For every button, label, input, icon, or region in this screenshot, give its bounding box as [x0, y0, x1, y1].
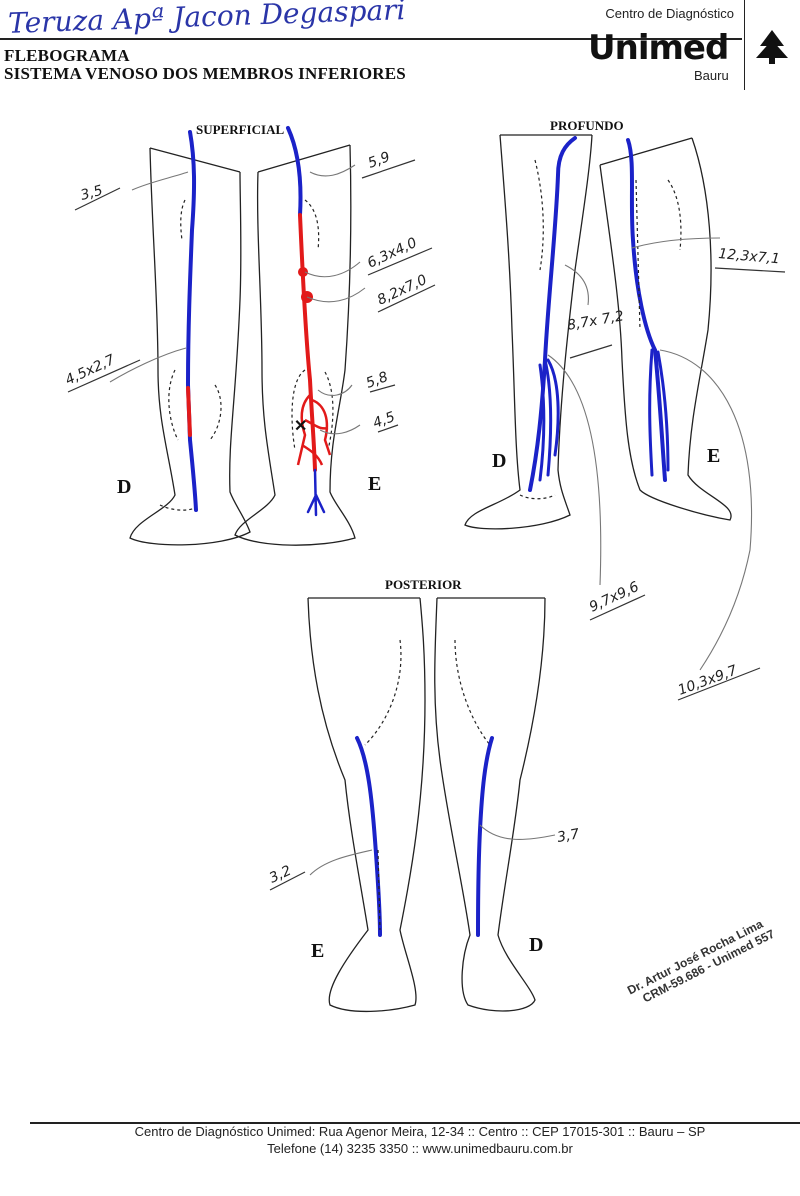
header-divider: [0, 38, 742, 40]
footer-contact: Telefone (14) 3235 3350 :: www.unimedbau…: [267, 1141, 573, 1156]
logo-city: Bauru: [694, 68, 729, 83]
side-label-right: D: [117, 476, 132, 498]
measure-label: 5,9: [366, 149, 392, 172]
measure-label: 8,2x7,0: [375, 272, 430, 309]
footer-divider: [30, 1122, 800, 1124]
form-title: FLEBOGRAMA: [4, 46, 130, 65]
superficial-left-leg: ✕: [234, 126, 356, 546]
posterior-right-leg: [434, 597, 546, 1012]
view-label-superficial: SUPERFICIAL: [196, 122, 285, 137]
side-label-right: D: [529, 934, 544, 956]
measure-label: 9,7x9,6: [587, 579, 642, 616]
measurement-arrows: [67, 159, 786, 891]
measure-label: 10,3x9,7: [676, 663, 740, 699]
measure-label: 4,5x2,7: [63, 352, 118, 389]
logo-brand: Unimed: [588, 28, 729, 68]
logo-caption: Centro de Diagnóstico: [605, 6, 734, 21]
thrombus-mark-icon: ✕: [294, 418, 307, 435]
side-label-left: E: [368, 473, 382, 495]
measure-label: 3,5: [79, 183, 105, 204]
measure-label: 3,7: [556, 826, 581, 846]
view-label-profundo: PROFUNDO: [550, 118, 624, 133]
view-label-posterior: POSTERIOR: [385, 577, 462, 592]
measure-label: 12,3x7,1: [718, 246, 781, 267]
posterior-left-leg: [307, 597, 426, 1013]
side-label-right: D: [492, 450, 507, 472]
profundo-right-leg: [464, 134, 593, 530]
measure-label: 3,2: [267, 863, 294, 887]
measure-label: 8,7x 7,2: [566, 308, 625, 334]
side-label-left: E: [707, 445, 721, 467]
profundo-left-leg: [599, 137, 732, 521]
superficial-right-leg: [129, 130, 251, 546]
footer-address: Centro de Diagnóstico Unimed: Rua Agenor…: [134, 1124, 706, 1139]
form-subtitle: SISTEMA VENOSO DOS MEMBROS INFERIORES: [4, 64, 406, 83]
side-label-left: E: [311, 940, 325, 962]
measure-label: 6,3x4,0: [365, 235, 420, 272]
logo-divider: [744, 0, 745, 90]
measure-label: 5,8: [364, 369, 390, 392]
measure-label: 4,5: [371, 409, 397, 432]
